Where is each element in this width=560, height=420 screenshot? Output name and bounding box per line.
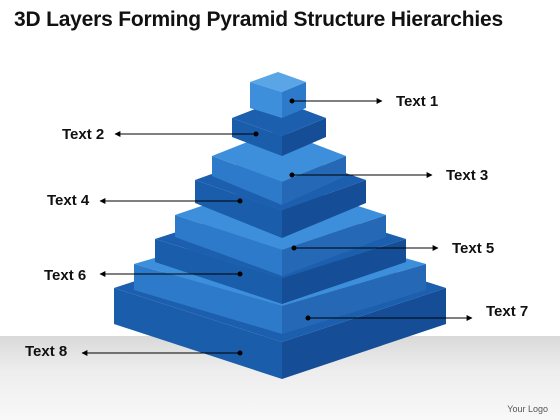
connector-2	[114, 131, 259, 137]
logo-text: Your Logo	[507, 404, 548, 414]
label-text-4: Text 4	[47, 192, 90, 209]
label-text-5: Text 5	[452, 240, 495, 257]
connector-6	[99, 271, 243, 277]
label-text-1: Text 1	[396, 93, 439, 110]
label-text-8: Text 8	[25, 343, 68, 360]
label-text-6: Text 6	[44, 267, 87, 284]
pyramid-layer-3	[212, 130, 346, 205]
connector-1	[289, 98, 383, 104]
connector-4	[99, 198, 243, 204]
connector-5	[291, 245, 439, 251]
connector-7	[305, 315, 473, 321]
page-title: 3D Layers Forming Pyramid Structure Hier…	[14, 8, 503, 31]
label-text-2: Text 2	[62, 126, 105, 143]
connector-8	[81, 350, 243, 356]
label-text-3: Text 3	[446, 167, 489, 184]
connector-3	[289, 172, 433, 178]
pyramid-layer-1	[250, 72, 306, 118]
label-text-7: Text 7	[486, 303, 529, 320]
